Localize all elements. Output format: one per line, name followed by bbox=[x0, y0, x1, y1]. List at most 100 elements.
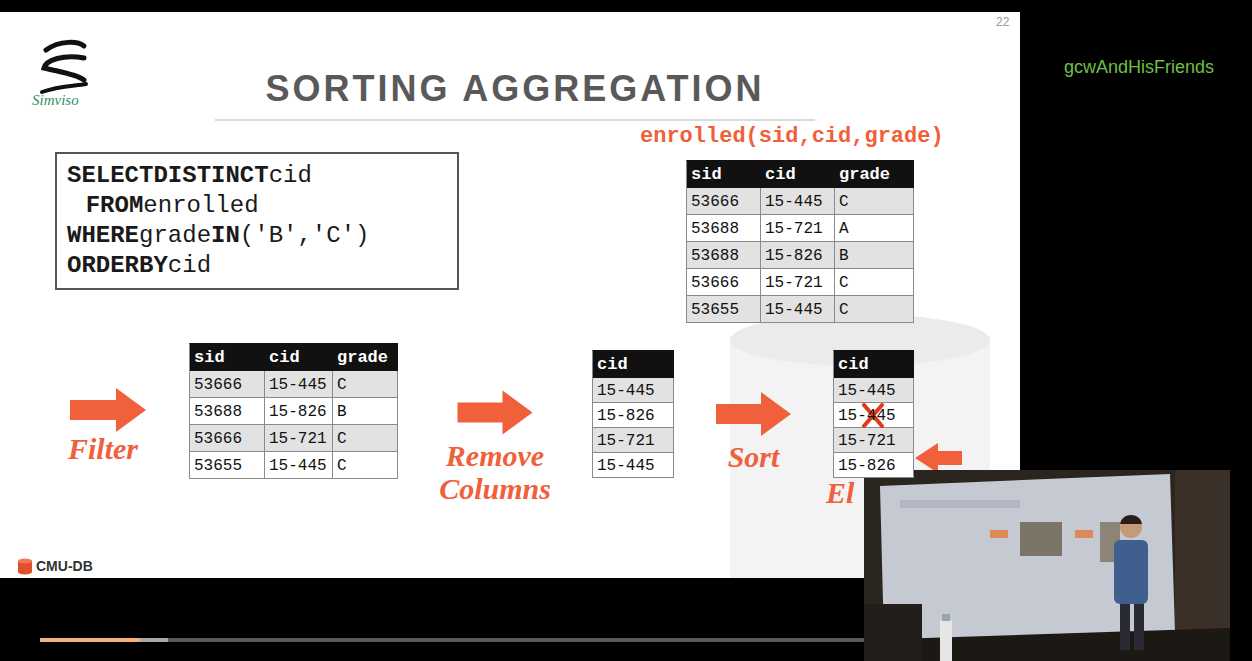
cell-value: 15-445 bbox=[597, 382, 655, 400]
projection-screen bbox=[880, 474, 1175, 640]
column-header: sid bbox=[691, 165, 722, 184]
sql-keyword: WHERE bbox=[67, 222, 139, 249]
cell-value: 53666 bbox=[194, 430, 242, 448]
sql-token: enrolled bbox=[143, 192, 258, 219]
eliminate-arrow bbox=[915, 443, 962, 473]
inset-background bbox=[864, 470, 1230, 661]
table-header-cell: cid bbox=[834, 351, 914, 378]
table-caption: enrolled(sid,cid,grade) bbox=[640, 124, 944, 149]
data-table: enrolled(sid,cid,grade)sidcidgrade536661… bbox=[686, 160, 914, 323]
sql-keyword: BY bbox=[139, 252, 168, 279]
column-header: cid bbox=[838, 355, 869, 374]
table-cell: C bbox=[835, 269, 914, 296]
cell-value: 53666 bbox=[691, 193, 739, 211]
cmu-db-icon bbox=[18, 559, 32, 575]
cell-value: 15-721 bbox=[597, 432, 655, 450]
table-cell: 53688 bbox=[687, 242, 761, 269]
table-cell: 53655 bbox=[190, 452, 265, 479]
table-cell: 15-826 bbox=[593, 403, 674, 428]
table-cell: C bbox=[333, 371, 398, 398]
cell-value: C bbox=[337, 376, 347, 394]
process-arrow bbox=[716, 392, 791, 436]
simviso-logo bbox=[42, 42, 86, 92]
table-cell: 15-721 bbox=[265, 425, 333, 452]
query-line: ORDER BY cid bbox=[67, 251, 211, 281]
cell-value: 53655 bbox=[691, 301, 739, 319]
sql-keyword: SELECT bbox=[67, 162, 153, 189]
table-cell: 15-826 bbox=[265, 398, 333, 425]
cell-value: 53688 bbox=[194, 403, 242, 421]
lecturer-leg bbox=[1120, 598, 1130, 650]
icon-bottom bbox=[18, 570, 32, 575]
slide-title: SORTING AGGREGATION bbox=[0, 68, 1030, 110]
cell-value: 15-445 bbox=[269, 376, 327, 394]
cell-value: 15-826 bbox=[269, 403, 327, 421]
table-cell: 53688 bbox=[190, 398, 265, 425]
table-cell: 53666 bbox=[190, 371, 265, 398]
table-header-cell: cid bbox=[761, 161, 835, 188]
table-cell: 15-445 bbox=[265, 452, 333, 479]
cell-value: C bbox=[337, 430, 347, 448]
table-header-cell: grade bbox=[333, 344, 398, 371]
step-label: El bbox=[826, 476, 854, 510]
table-cell: 15-826 bbox=[834, 453, 914, 478]
data-table: cid15-44515-44515-72115-826 bbox=[833, 350, 914, 478]
sql-token: cid bbox=[168, 252, 211, 279]
table-header-cell: cid bbox=[593, 351, 674, 378]
cell-value: 53688 bbox=[691, 247, 739, 265]
cell-value: 15-721 bbox=[765, 274, 823, 292]
step-label: Sort bbox=[679, 440, 829, 473]
table-cell: C bbox=[333, 452, 398, 479]
table-cell: 53655 bbox=[687, 296, 761, 323]
cell-value: 15-721 bbox=[838, 432, 896, 450]
table-cell: 15-826 bbox=[761, 242, 835, 269]
cell-value: B bbox=[337, 403, 347, 421]
cell-value: B bbox=[839, 247, 849, 265]
step-label: Remove Columns bbox=[420, 439, 570, 505]
sql-keyword: FROM bbox=[86, 192, 144, 219]
filter-arrow bbox=[70, 388, 146, 432]
channel-watermark: gcwAndHisFriends bbox=[1064, 57, 1214, 78]
column-header: cid bbox=[765, 165, 796, 184]
data-table: cid 15-445 15-826 15-721 15-445 bbox=[592, 350, 674, 478]
table-header-cell: sid bbox=[190, 344, 265, 371]
table-cell: 53666 bbox=[687, 269, 761, 296]
logo-text: Simviso bbox=[32, 92, 79, 109]
cell-value: 15-445 bbox=[765, 301, 823, 319]
cell-value: 15-445 bbox=[269, 457, 327, 475]
sql-keyword: ORDER bbox=[67, 252, 139, 279]
screen-content bbox=[1020, 522, 1062, 556]
table-cell: 15-721 bbox=[834, 428, 914, 453]
table-cell: 15-445 bbox=[761, 296, 835, 323]
table-cell: 53666 bbox=[190, 425, 265, 452]
sql-keyword: IN bbox=[211, 222, 240, 249]
table-header-cell: grade bbox=[835, 161, 914, 188]
table-header-cell: cid bbox=[265, 344, 333, 371]
column-header: sid bbox=[194, 348, 225, 367]
title-rule bbox=[215, 119, 815, 121]
sql-keyword: DISTINCT bbox=[153, 162, 268, 189]
table-header-cell: sid bbox=[687, 161, 761, 188]
sql-token: cid bbox=[269, 162, 312, 189]
cell-value: 15-445 bbox=[597, 457, 655, 475]
data-table: sidcidgrade5366615-445C5368815-826B53666… bbox=[189, 343, 398, 479]
table-grid: sidcidgrade5366615-445C5368815-721A53688… bbox=[686, 160, 914, 323]
sql-token: grade bbox=[139, 222, 211, 249]
query-line: SELECT DISTINCT cid bbox=[67, 161, 312, 191]
table-cell: B bbox=[333, 398, 398, 425]
progress-buffered bbox=[40, 638, 168, 642]
table-cell: A bbox=[835, 215, 914, 242]
desk bbox=[864, 604, 922, 661]
table-cell: 15-445 bbox=[265, 371, 333, 398]
lecturer-torso bbox=[1114, 540, 1148, 604]
logo-text: CMU-DB bbox=[36, 558, 93, 574]
column-header: grade bbox=[337, 348, 388, 367]
table-cell: 53688 bbox=[687, 215, 761, 242]
lecturer-head bbox=[1120, 516, 1142, 538]
cell-value: 15-445 bbox=[838, 407, 896, 425]
table-cell: 15-721 bbox=[761, 269, 835, 296]
table-grid: sidcidgrade5366615-445C5368815-826B53666… bbox=[189, 343, 398, 479]
lecturer-camera-inset bbox=[864, 470, 1230, 661]
table-cell: B bbox=[835, 242, 914, 269]
icon-top bbox=[18, 559, 32, 564]
